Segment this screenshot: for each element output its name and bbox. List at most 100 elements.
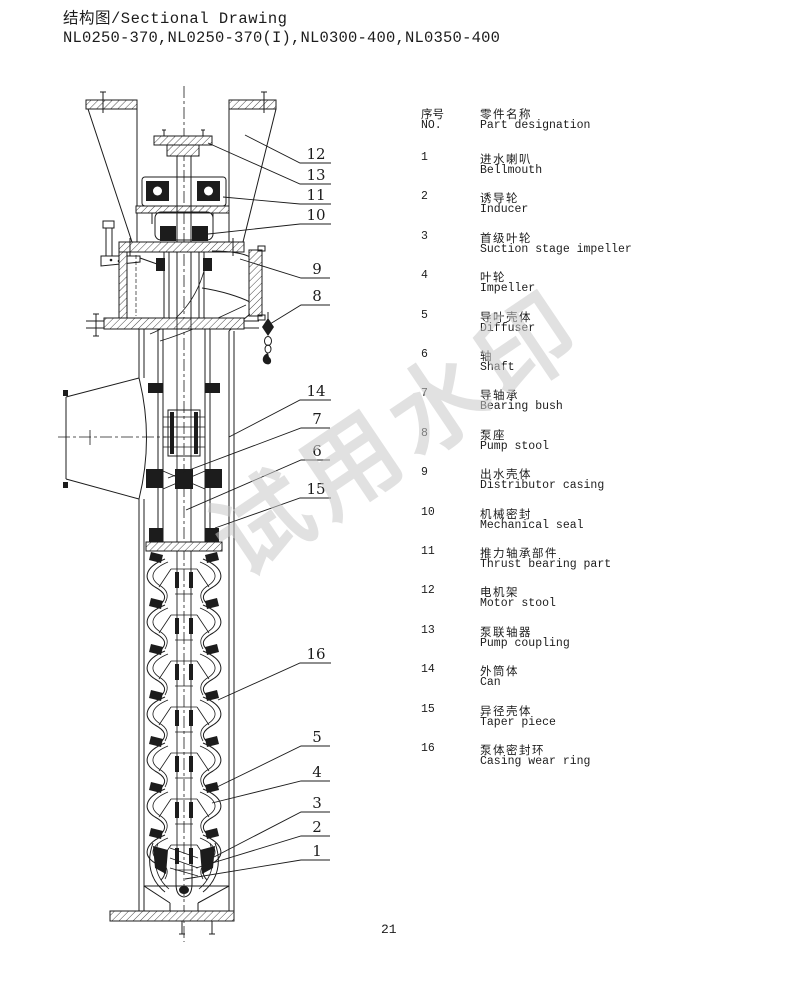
parts-list-row: 15 异径壳体 Taper piece [421, 703, 701, 741]
part-number: 4 [421, 269, 428, 283]
callout-label: 2 [312, 818, 322, 836]
callout-label: 16 [306, 645, 325, 663]
part-name-en: Motor stool [480, 597, 556, 611]
part-name-zh: 诱导轮 [480, 193, 519, 207]
part-name-zh: 推力轴承部件 [480, 548, 558, 561]
part-name-zh: 导轴承 [480, 390, 519, 404]
centerlines [58, 86, 185, 942]
part-name-en: Diffuser [480, 321, 536, 335]
leader-line [207, 142, 331, 185]
part-name-zh: 叶轮 [480, 272, 506, 286]
leader-line [211, 780, 330, 804]
part-number: 5 [421, 308, 428, 322]
header-name-en: Part designation [480, 119, 591, 132]
parts-list-row: 3 首级叶轮 Suction stage impeller [421, 230, 701, 268]
bearing-bush [146, 469, 163, 488]
parts-list-row: 8 泵座 Pump stool [421, 427, 701, 465]
parts-list-row: 2 诱导轮 Inducer [421, 190, 701, 228]
hook [262, 353, 272, 365]
callout-label: 8 [312, 287, 322, 305]
part-number: 10 [421, 505, 435, 519]
part-number: 13 [421, 623, 435, 637]
page-title: 结构图/Sectional Drawing [63, 10, 288, 28]
callout-label: 11 [306, 186, 325, 204]
part-name-en: Distributor casing [480, 479, 605, 493]
parts-list-row: 11 推力轴承部件 Thrust bearing part [421, 545, 701, 583]
part-name-en: Pump coupling [480, 636, 570, 650]
page-number: 21 [381, 922, 397, 937]
parts-list-row: 6 轴 Shaft [421, 348, 701, 386]
parts-list-row: 16 泵体密封环 Casing wear ring [421, 742, 701, 780]
callout-label: 6 [312, 442, 322, 460]
part-name-en: Shaft [480, 361, 515, 374]
parts-list-row: 9 出水壳体 Distributor casing [421, 466, 701, 504]
part-number: 14 [421, 663, 435, 677]
callout-label: 1 [312, 842, 322, 860]
part-number: 6 [421, 348, 428, 361]
part-name-en: Casing wear ring [480, 755, 591, 768]
shaft-tip [175, 856, 193, 898]
part-name-en: Impeller [480, 282, 536, 296]
parts-list-row: 7 导轴承 Bearing bush [421, 387, 701, 425]
part-number: 3 [421, 229, 428, 243]
leader-line [244, 134, 331, 164]
part-name-en: Suction stage impeller [480, 242, 632, 256]
leader-line [269, 304, 330, 325]
callout-label: 13 [306, 166, 325, 184]
callout-label: 12 [306, 145, 325, 163]
leader-line [184, 859, 330, 880]
header-no-en: NO. [421, 119, 442, 132]
part-name-en: Inducer [480, 203, 529, 217]
part-name-zh: 外筒体 [480, 666, 519, 680]
parts-list-row: 14 外筒体 Can [421, 663, 701, 701]
can [109, 329, 235, 935]
parts-list-row: 5 导叶壳体 Diffuser [421, 309, 701, 347]
bellmouth [149, 842, 219, 898]
callout-label: 4 [312, 763, 322, 781]
pump-coupling [153, 129, 213, 178]
part-name-en: Thrust bearing part [480, 558, 612, 571]
callout-labels: 12 13 11 10 9 8 14 7 6 15 16 5 4 3 2 1 [306, 145, 325, 860]
callout-label: 14 [306, 382, 325, 400]
part-name-zh: 进水喇叭 [480, 154, 532, 167]
leader-line [167, 427, 330, 479]
leader-line [239, 258, 330, 279]
leader-line [228, 399, 331, 438]
callout-label: 10 [306, 206, 325, 224]
part-name-zh: 机械密封 [480, 508, 532, 522]
header-no-zh: 序号 [421, 109, 444, 122]
model-list: NL0250-370,NL0250-370(I),NL0300-400,NL03… [63, 29, 501, 47]
shaft-coupling [167, 409, 201, 457]
part-name-en: Pump stool [480, 439, 550, 453]
thrust-bearing [135, 176, 230, 224]
part-number: 15 [421, 702, 435, 716]
parts-list-row: 10 机械密封 Mechanical seal [421, 506, 701, 544]
part-number: 7 [421, 387, 428, 401]
leader-line [217, 662, 331, 701]
leader-line [216, 745, 330, 788]
part-number: 8 [421, 426, 428, 440]
callout-leaders [167, 134, 331, 880]
leader-line [185, 459, 330, 511]
callout-label: 15 [306, 480, 325, 498]
leader-line [195, 835, 330, 869]
parts-list-row: 1 进水喇叭 Bellmouth [421, 151, 701, 189]
inducer [169, 847, 199, 877]
part-name-zh: 异径壳体 [480, 705, 532, 719]
part-name-zh: 泵座 [480, 429, 506, 443]
parts-list-row: 12 电机架 Motor stool [421, 584, 701, 622]
part-name-en: Can [480, 676, 501, 690]
distributor-casing [118, 238, 266, 342]
column-and-shaft [145, 318, 223, 858]
part-name-zh: 泵联轴器 [480, 626, 532, 640]
part-number: 11 [421, 545, 435, 558]
leader-line [214, 497, 331, 529]
taper-piece [145, 541, 223, 552]
pump-stool [86, 312, 274, 365]
part-number: 2 [421, 190, 428, 204]
part-number: 1 [421, 151, 428, 164]
motor-stool [85, 91, 277, 243]
part-name-en: Mechanical seal [480, 518, 584, 532]
